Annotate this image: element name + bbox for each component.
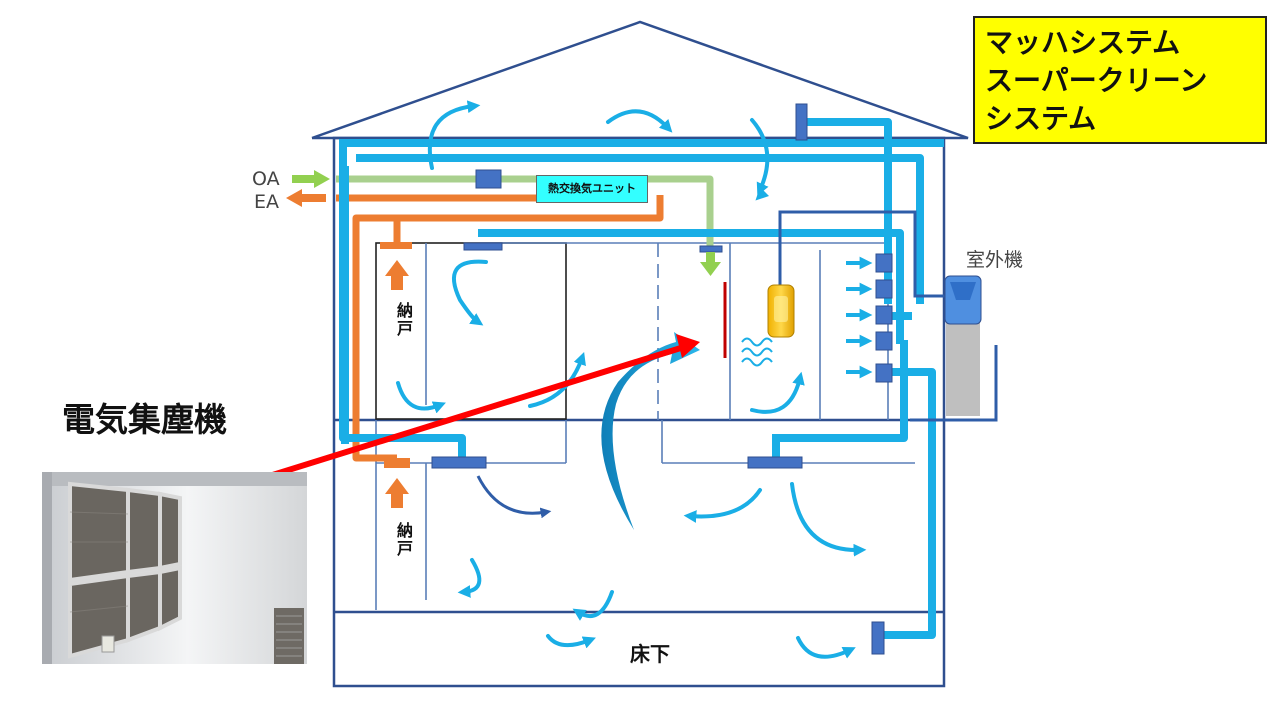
supply-ducts [339, 118, 944, 639]
interior-lines [375, 242, 915, 610]
exhaust-grille-upper [380, 242, 412, 249]
oa-label: OA [252, 168, 280, 190]
heat-wave-icon [741, 337, 773, 367]
title-line-1: マッハシステム [985, 26, 1181, 59]
registers [431, 103, 885, 655]
system-title-box: マッハシステム スーパークリーン システム [973, 16, 1267, 144]
electrostatic-precipitator-label: 電気集塵機 [62, 400, 227, 439]
heater-unit [767, 284, 795, 338]
large-swirl-arrow [601, 332, 700, 530]
underfloor-label: 床下 [630, 642, 670, 666]
control-lines [778, 210, 998, 422]
supply-flow-arrow-left [476, 475, 552, 519]
house-outline [311, 20, 969, 688]
circulation-arrows [396, 100, 867, 659]
outdoor-unit [944, 275, 982, 416]
precipitator-photo [42, 472, 307, 664]
fresh-air-drop-arrow [700, 252, 721, 276]
ea-label: EA [254, 191, 280, 213]
oa-arrow [292, 170, 330, 188]
outdoor-unit-label: 室外機 [966, 249, 1024, 271]
fresh-air-duct [336, 175, 714, 250]
closet-lower-exhaust-arrow [385, 478, 409, 508]
closet-upper-label: 納戸 [394, 302, 413, 338]
heat-exchange-ventilation-unit: 熱交換気ユニット [536, 175, 648, 203]
closet-lower-label: 納戸 [394, 522, 413, 558]
ea-arrow [286, 189, 326, 207]
closet-upper-exhaust-arrow [385, 260, 409, 290]
header-outlet-arrows [846, 256, 873, 379]
exhaust-grille-lower [384, 458, 410, 468]
distribution-header [875, 253, 893, 383]
title-line-3: システム [985, 102, 1097, 135]
title-line-2: スーパークリーン [985, 64, 1208, 97]
